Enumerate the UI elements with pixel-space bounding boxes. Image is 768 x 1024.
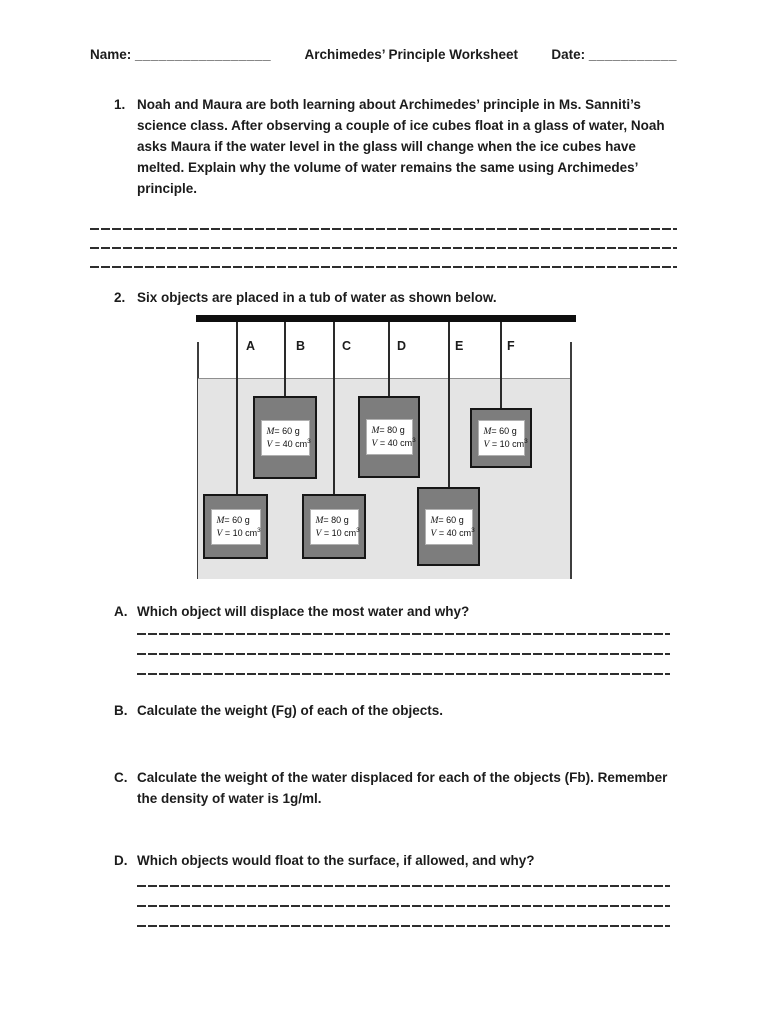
answer-line [137, 887, 670, 907]
question-1: 1. Noah and Maura are both learning abou… [90, 94, 677, 199]
object-box-d: M= 80 g V = 40 cm3 [358, 396, 420, 478]
header: Name: _________________ Archimedes’ Prin… [90, 47, 677, 63]
answer-line [137, 635, 670, 655]
subquestion-d: D. Which objects would float to the surf… [90, 850, 677, 871]
subquestion-c-text: Calculate the weight of the water displa… [137, 770, 668, 806]
volume-text: V = 10 cm3 [315, 526, 360, 539]
mass-text: M= 60 g [483, 426, 517, 437]
answer-line [137, 655, 670, 675]
object-label-panel: M= 60 g V = 40 cm3 [424, 508, 475, 545]
subquestion-b-letter: B. [114, 703, 128, 718]
tub-diagram: A B C D E F M= 60 g V = 10 cm3 M= 60 g V… [196, 315, 576, 579]
page-title: Archimedes’ Principle Worksheet [304, 47, 519, 62]
date-field: Date: ___________ [551, 47, 677, 63]
object-label-panel: M= 60 g V = 10 cm3 [477, 420, 528, 456]
mass-text: M= 80 g [371, 425, 405, 436]
answer-line [137, 622, 670, 635]
string-a [236, 322, 238, 494]
subquestion-a-letter: A. [114, 604, 128, 619]
object-box-e: M= 60 g V = 40 cm3 [417, 487, 480, 566]
subquestion-d-text: Which objects would float to the surface… [137, 853, 535, 868]
question-1-answer-area [90, 205, 677, 268]
object-box-a: M= 60 g V = 10 cm3 [203, 494, 268, 559]
hanger-label-e: E [455, 339, 464, 353]
object-label-panel: M= 60 g V = 10 cm3 [210, 508, 261, 545]
object-box-c: M= 80 g V = 10 cm3 [302, 494, 366, 559]
question-2: 2. Six objects are placed in a tub of wa… [90, 287, 677, 308]
volume-text: V = 40 cm3 [371, 437, 416, 449]
volume-text: V = 40 cm3 [266, 437, 311, 450]
string-d [388, 322, 390, 396]
date-blank: ___________ [588, 47, 677, 62]
subquestion-a-text: Which object will displace the most wate… [137, 604, 470, 619]
mass-text: M= 60 g [266, 425, 300, 437]
object-label-panel: M= 60 g V = 40 cm3 [260, 419, 311, 456]
hanger-label-a: A [246, 339, 256, 353]
hanger-label-b: B [296, 339, 306, 353]
question-2-text: Six objects are placed in a tub of water… [137, 290, 497, 305]
name-blank: _________________ [135, 47, 272, 62]
subquestion-c-letter: C. [114, 770, 128, 785]
volume-text: V = 10 cm3 [216, 526, 261, 539]
object-label-panel: M= 80 g V = 40 cm3 [365, 419, 416, 455]
answer-line [90, 205, 677, 230]
string-c [333, 322, 335, 494]
hanger-label-c: C [342, 339, 352, 353]
answer-line [90, 230, 677, 249]
object-box-b: M= 60 g V = 40 cm3 [253, 396, 317, 479]
question-1-number: 1. [114, 97, 126, 112]
subquestion-a: A. Which object will displace the most w… [90, 601, 677, 622]
subquestion-b: B. Calculate the weight (Fg) of each of … [90, 700, 677, 721]
hanger-label-d: D [397, 339, 407, 353]
mass-text: M= 60 g [216, 514, 250, 526]
subquestion-c: C. Calculate the weight of the water dis… [90, 767, 677, 809]
hanger-label-f: F [507, 339, 515, 353]
volume-text: V = 40 cm3 [430, 526, 475, 539]
question-2-number: 2. [114, 290, 126, 305]
tub-wall-right [570, 342, 572, 579]
subquestion-b-text: Calculate the weight (Fg) of each of the… [137, 703, 444, 718]
answer-line [137, 871, 670, 887]
name-field: Name: _________________ [90, 47, 271, 63]
string-f [500, 322, 502, 408]
mass-text: M= 80 g [315, 514, 349, 526]
string-e [448, 322, 450, 487]
date-label: Date: [551, 47, 586, 62]
string-b [284, 322, 286, 396]
subquestion-a-answer-area [137, 622, 670, 675]
answer-line [137, 907, 670, 927]
object-box-f: M= 60 g V = 10 cm3 [470, 408, 532, 468]
support-bar [196, 315, 576, 322]
question-1-text: Noah and Maura are both learning about A… [137, 97, 665, 196]
answer-line [90, 249, 677, 268]
subquestion-d-letter: D. [114, 853, 128, 868]
mass-text: M= 60 g [430, 514, 464, 526]
object-label-panel: M= 80 g V = 10 cm3 [309, 508, 360, 545]
subquestion-d-answer-area [137, 871, 670, 927]
volume-text: V = 10 cm3 [483, 438, 528, 450]
name-label: Name: [90, 47, 132, 62]
